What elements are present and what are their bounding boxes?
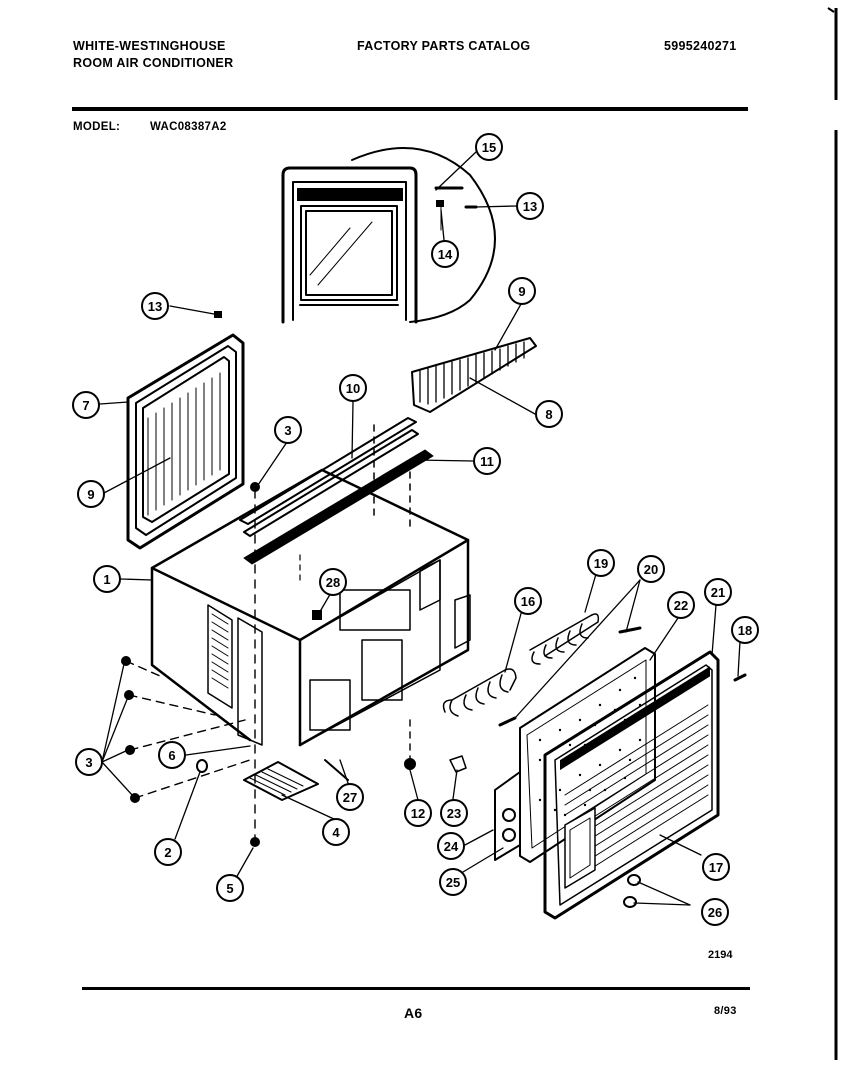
page-reference: A6 bbox=[404, 1005, 423, 1021]
svg-text:15: 15 bbox=[482, 140, 496, 155]
svg-text:1: 1 bbox=[103, 572, 110, 587]
callout-group: 15 13 14 13 9 7 10 3 8 11 9 1 28 19 20 1… bbox=[72, 133, 759, 926]
svg-text:19: 19 bbox=[594, 556, 608, 571]
callout-21: 21 bbox=[704, 578, 732, 606]
catalog-title: FACTORY PARTS CATALOG bbox=[357, 39, 531, 53]
callout-28: 28 bbox=[319, 568, 347, 596]
svg-text:9: 9 bbox=[87, 487, 94, 502]
svg-text:18: 18 bbox=[738, 623, 752, 638]
svg-text:13: 13 bbox=[148, 299, 162, 314]
callout-10: 10 bbox=[339, 374, 367, 402]
callout-9b: 9 bbox=[77, 480, 105, 508]
callout-9a: 9 bbox=[508, 277, 536, 305]
catalog-number: 5995240271 bbox=[664, 39, 737, 53]
svg-text:16: 16 bbox=[521, 594, 535, 609]
callout-3a: 3 bbox=[274, 416, 302, 444]
svg-text:4: 4 bbox=[332, 825, 340, 840]
brand-line-1: WHITE-WESTINGHOUSE bbox=[73, 39, 226, 53]
callout-4: 4 bbox=[322, 818, 350, 846]
model-value: WAC08387A2 bbox=[150, 121, 227, 133]
callout-13a: 13 bbox=[516, 192, 544, 220]
diagram-code: 2194 bbox=[708, 949, 733, 961]
svg-text:25: 25 bbox=[446, 875, 460, 890]
svg-text:17: 17 bbox=[709, 860, 723, 875]
callout-3b: 3 bbox=[75, 748, 103, 776]
svg-text:24: 24 bbox=[444, 839, 459, 854]
svg-text:23: 23 bbox=[447, 806, 461, 821]
svg-text:2: 2 bbox=[164, 845, 171, 860]
footer-rule bbox=[82, 987, 750, 990]
svg-text:26: 26 bbox=[708, 905, 722, 920]
header-rule bbox=[72, 107, 748, 111]
side-curtain-panel bbox=[126, 311, 245, 550]
svg-text:14: 14 bbox=[438, 247, 453, 262]
svg-text:27: 27 bbox=[343, 790, 357, 805]
fasteners-left bbox=[121, 482, 260, 847]
callout-25: 25 bbox=[439, 868, 467, 896]
callout-22: 22 bbox=[667, 591, 695, 619]
front-grille bbox=[543, 650, 747, 920]
callout-7: 7 bbox=[72, 391, 100, 419]
leader-lines bbox=[85, 151, 741, 906]
callout-15: 15 bbox=[475, 133, 503, 161]
svg-text:10: 10 bbox=[346, 381, 360, 396]
callout-14: 14 bbox=[431, 240, 459, 268]
callout-24: 24 bbox=[437, 832, 465, 860]
callout-20: 20 bbox=[637, 555, 665, 583]
control-knobs bbox=[623, 874, 641, 908]
front-panel-inset bbox=[281, 147, 496, 324]
brand-line-2: ROOM AIR CONDITIONER bbox=[73, 56, 234, 70]
svg-text:6: 6 bbox=[168, 748, 175, 763]
revision-date: 8/93 bbox=[714, 1005, 737, 1017]
callout-23: 23 bbox=[440, 799, 468, 827]
callout-1: 1 bbox=[93, 565, 121, 593]
svg-text:22: 22 bbox=[674, 598, 688, 613]
svg-text:28: 28 bbox=[326, 575, 340, 590]
callout-18: 18 bbox=[731, 616, 759, 644]
svg-text:21: 21 bbox=[711, 585, 725, 600]
callout-19: 19 bbox=[587, 549, 615, 577]
base-pan bbox=[243, 759, 349, 801]
model-label: MODEL: bbox=[73, 121, 121, 133]
callout-12: 12 bbox=[404, 799, 432, 827]
callout-11: 11 bbox=[473, 447, 501, 475]
callout-27: 27 bbox=[336, 783, 364, 811]
callout-6: 6 bbox=[158, 741, 186, 769]
svg-text:13: 13 bbox=[523, 199, 537, 214]
top-rail-parts bbox=[239, 417, 434, 565]
svg-text:12: 12 bbox=[411, 806, 425, 821]
right-curtain-panel bbox=[411, 337, 537, 413]
callout-13b: 13 bbox=[141, 292, 169, 320]
callout-16: 16 bbox=[514, 587, 542, 615]
callout-2: 2 bbox=[154, 838, 182, 866]
svg-text:11: 11 bbox=[480, 454, 494, 469]
callout-17: 17 bbox=[702, 853, 730, 881]
cabinet-body bbox=[150, 468, 471, 747]
svg-text:3: 3 bbox=[85, 755, 92, 770]
svg-text:20: 20 bbox=[644, 562, 658, 577]
svg-text:3: 3 bbox=[284, 423, 291, 438]
svg-text:7: 7 bbox=[82, 398, 89, 413]
svg-text:9: 9 bbox=[518, 284, 525, 299]
callout-5: 5 bbox=[216, 874, 244, 902]
callout-26: 26 bbox=[701, 898, 729, 926]
callout-8: 8 bbox=[535, 400, 563, 428]
svg-text:5: 5 bbox=[226, 881, 233, 896]
svg-text:8: 8 bbox=[545, 407, 552, 422]
